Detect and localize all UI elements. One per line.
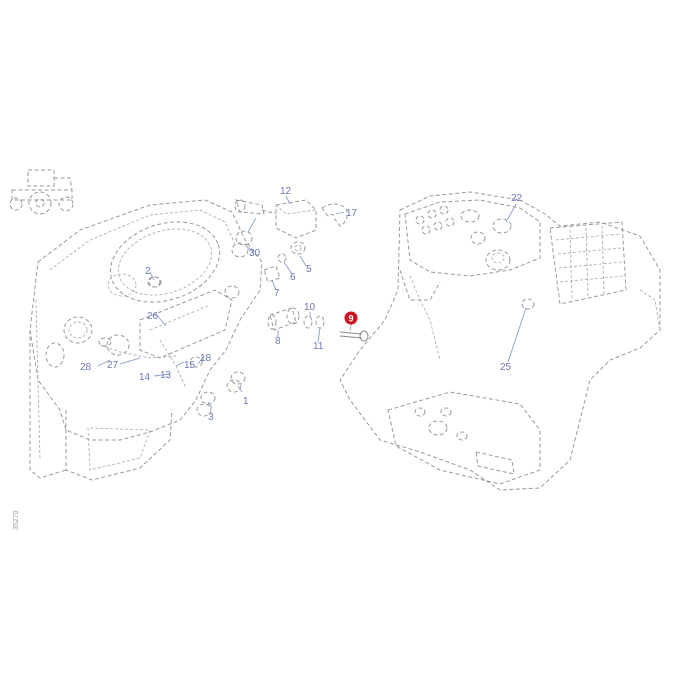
callout-28: 28 (80, 362, 92, 373)
loose-parts (99, 199, 369, 417)
callout-5: 5 (306, 264, 312, 275)
side-reference-id: 35270 (13, 510, 20, 530)
callout-9: 9 (348, 314, 353, 324)
callout-13: 13 (160, 370, 172, 381)
callout-30: 30 (249, 248, 261, 259)
callout-11: 11 (313, 341, 324, 352)
callout-18: 18 (200, 353, 212, 364)
callout-15: 15 (184, 360, 196, 371)
callout-25: 25 (500, 362, 512, 373)
side-console (339, 191, 661, 491)
leader-lines (97, 195, 527, 409)
callout-1: 1 (243, 396, 249, 407)
callout-10: 10 (304, 302, 316, 313)
callout-12: 12 (280, 186, 292, 197)
callout-7: 7 (274, 288, 280, 299)
dashboard-housing (29, 199, 263, 481)
callout-27: 27 (107, 360, 119, 371)
callout-22: 22 (511, 193, 523, 204)
callout-6: 6 (290, 272, 296, 283)
callout-8: 8 (275, 336, 281, 347)
callout-26: 26 (147, 311, 159, 322)
callouts: 1 2 3 5 6 7 8 10 11 12 13 14 15 17 18 22… (80, 186, 523, 423)
callout-3: 3 (208, 412, 214, 423)
callout-9-highlight[interactable]: 9 (344, 311, 358, 325)
tractor-icon (9, 169, 74, 215)
callout-17: 17 (346, 208, 358, 219)
callout-14: 14 (139, 372, 151, 383)
callout-2: 2 (145, 266, 151, 277)
